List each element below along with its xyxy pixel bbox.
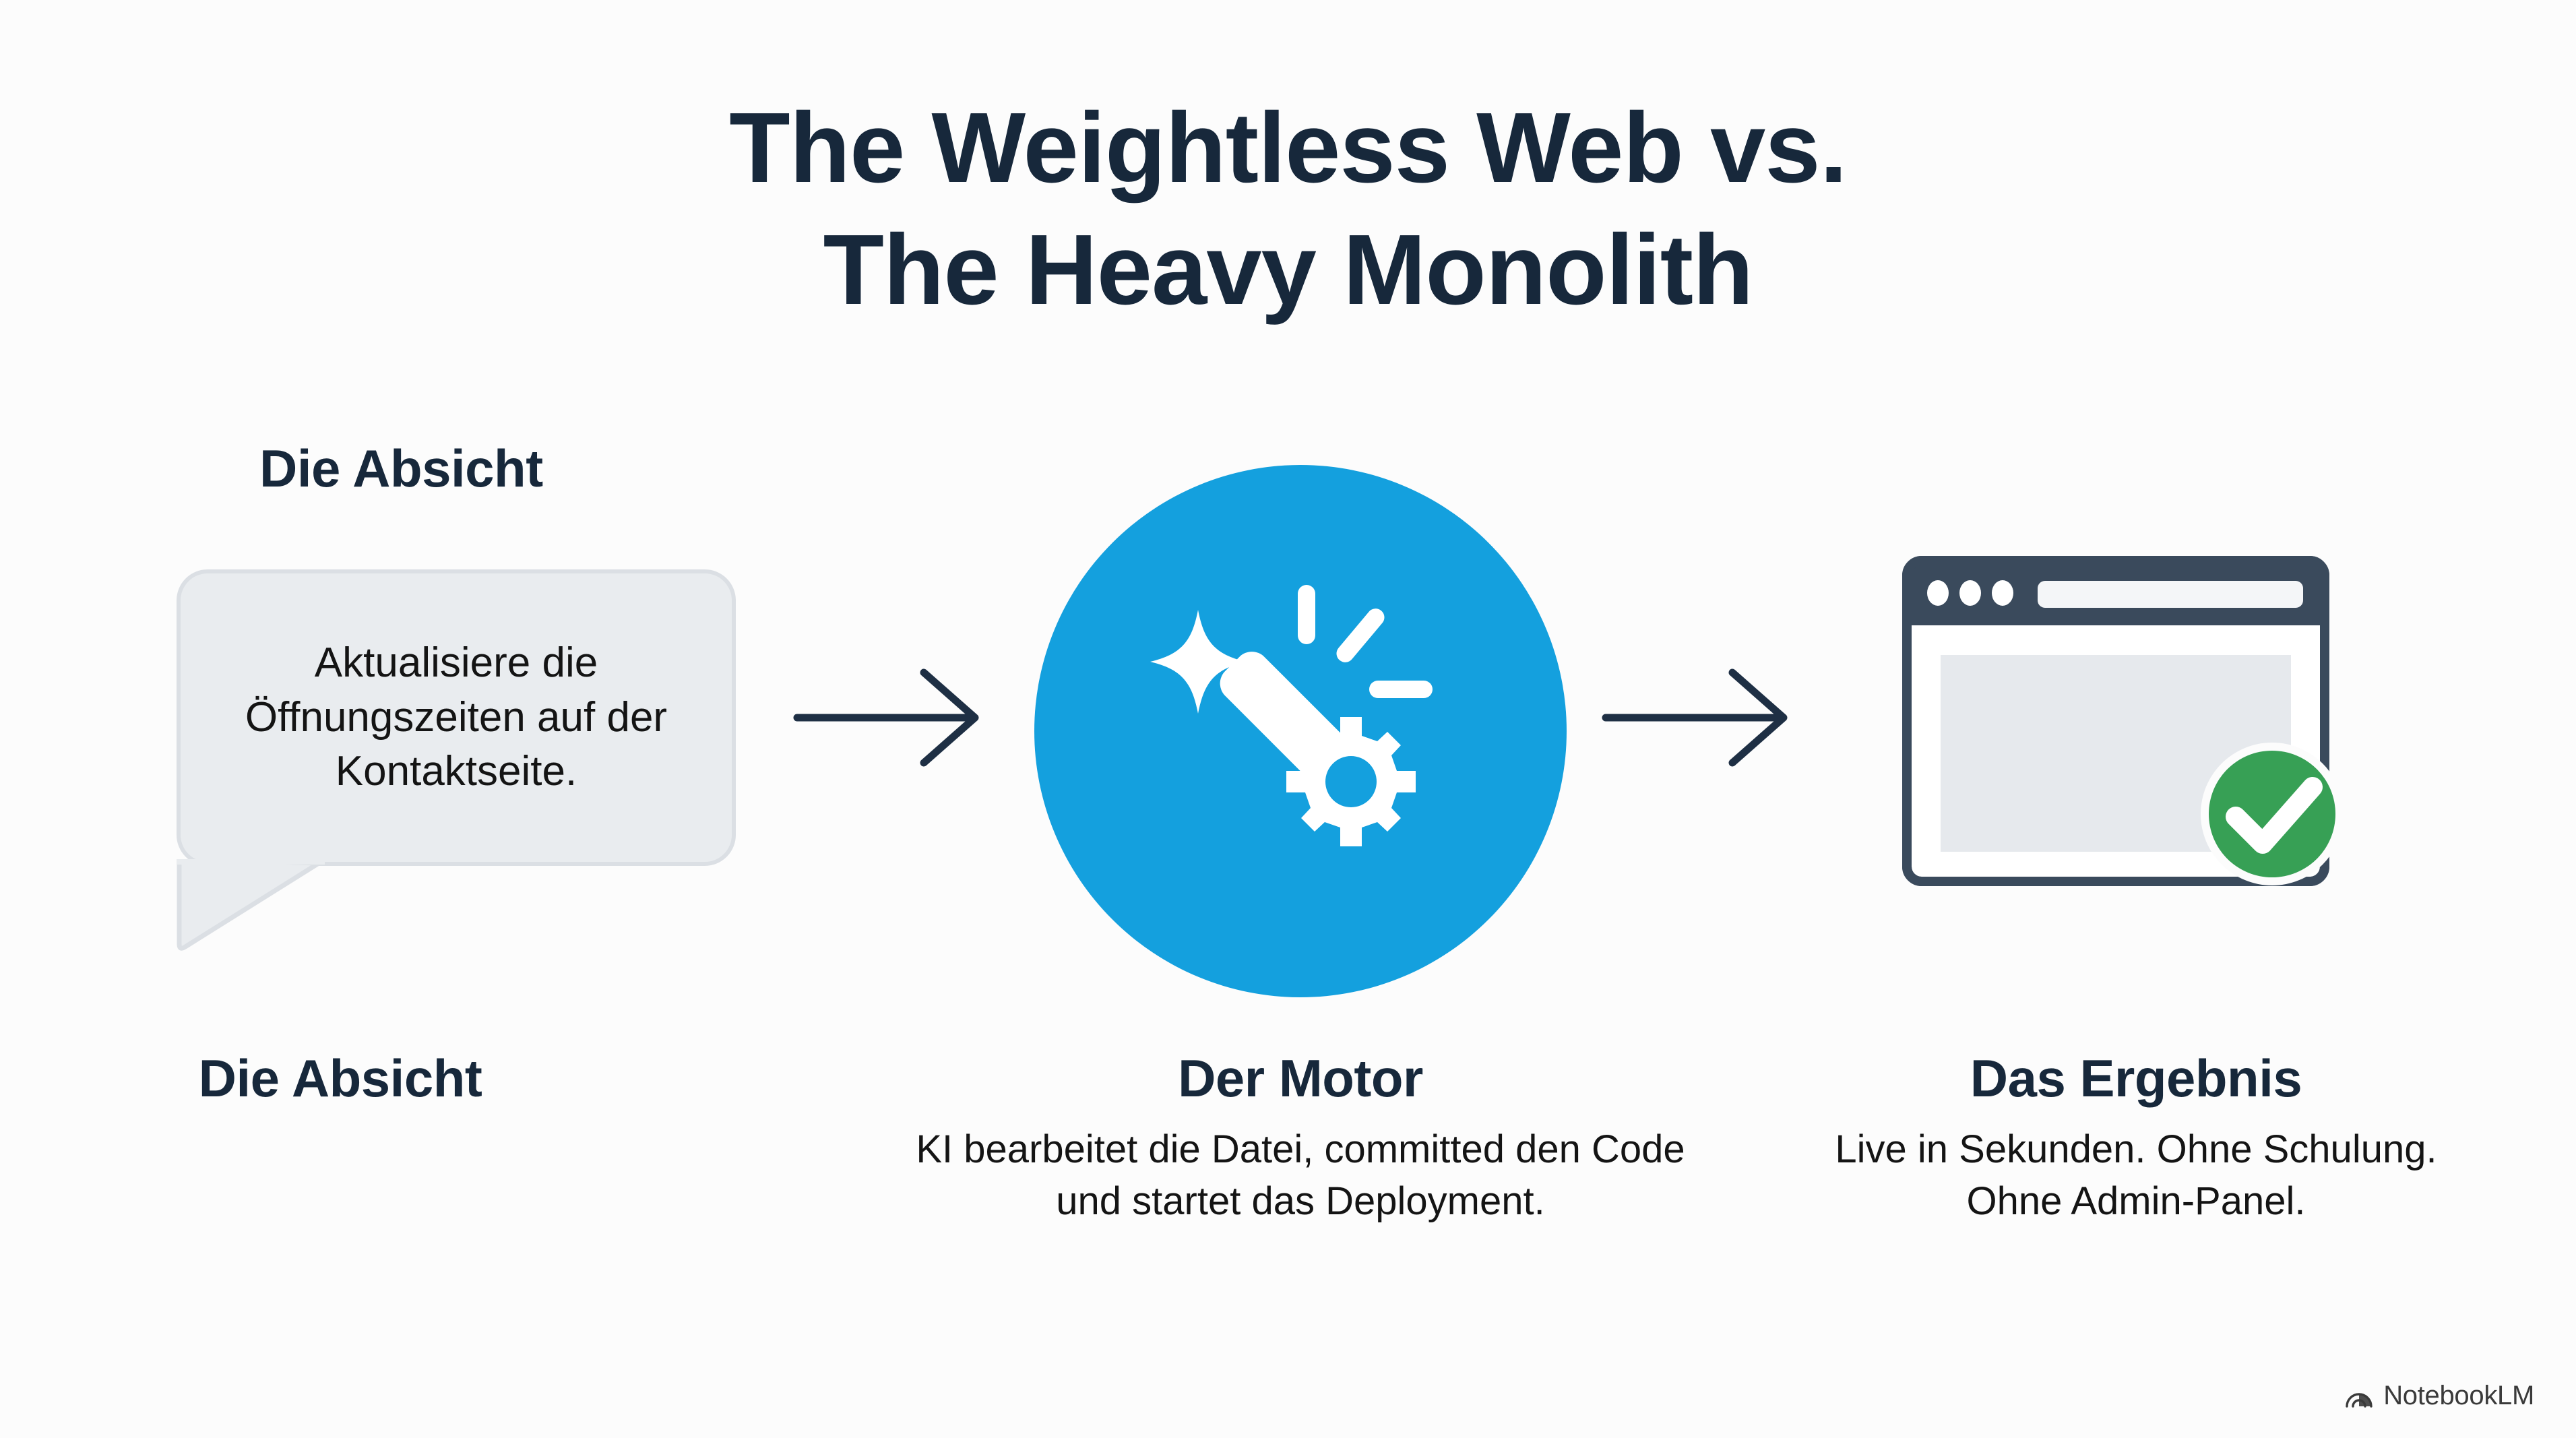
intent-speech-bubble: Aktualisiere die Öffnungszeiten auf der … [177,569,736,951]
arrow-intent-to-engine-icon [793,668,979,767]
title-line-2: The Heavy Monolith [823,214,1754,325]
page-title: The Weightless Web vs. The Heavy Monolit… [0,88,2576,331]
title-line-1: The Weightless Web vs. [729,92,1848,204]
browser-window-success-icon [1902,556,2344,886]
result-browser-window [1895,553,2380,903]
success-check-badge [2201,743,2344,885]
speech-bubble-tail-icon [177,859,325,951]
caption-intent-title: Die Absicht [198,1049,482,1108]
caption-engine: Der Motor KI bearbeitet die Datei, commi… [910,1048,1691,1227]
browser-dot-1 [1927,580,1949,606]
caption-result: Das Ergebnis Live in Sekunden. Ohne Schu… [1806,1048,2466,1227]
checkmark-icon [2226,777,2323,854]
intent-heading: Die Absicht [259,439,543,498]
browser-dot-3 [1992,580,2013,606]
speech-bubble-text: Aktualisiere die Öffnungszeiten auf der … [245,639,668,795]
browser-url-bar [2038,581,2303,608]
caption-intent: Die Absicht [94,1048,586,1124]
notebooklm-logo-icon [2346,1392,2373,1408]
magic-wand-gear-icon [1150,585,1433,846]
speech-bubble-body: Aktualisiere die Öffnungszeiten auf der … [177,569,736,866]
caption-engine-body: KI bearbeitet die Datei, committed den C… [916,1127,1685,1223]
caption-result-body: Live in Sekunden. Ohne Schulung. Ohne Ad… [1835,1127,2437,1223]
watermark-label: NotebookLM [2383,1381,2534,1410]
caption-result-title: Das Ergebnis [1970,1049,2302,1108]
browser-dot-2 [1959,580,1981,606]
arrow-engine-to-result-icon [1602,668,1788,767]
notebooklm-watermark: NotebookLM [2344,1381,2534,1411]
caption-engine-title: Der Motor [1178,1049,1423,1108]
engine-icon-circle [1034,465,1567,997]
